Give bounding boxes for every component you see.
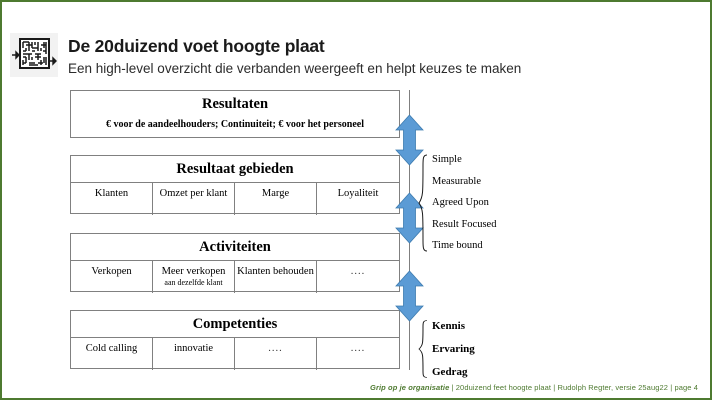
cell-label: Omzet per klant [159, 187, 228, 199]
cell-label: Loyaliteit [337, 187, 379, 199]
cell-label: Marge [261, 187, 290, 199]
cell[interactable]: .... [235, 337, 317, 370]
cell-label: .... [350, 342, 366, 354]
box-resultaat-gebieden[interactable]: Resultaat gebieden Klanten Omzet per kla… [70, 155, 400, 215]
footer-brand: Grip op je organisatie [370, 383, 450, 392]
box-competenties-title: Competenties [192, 316, 278, 332]
list-item: Simple [432, 154, 462, 165]
box-resultaten-subtitle: € voor de aandeelhouders; Continuiteit; … [106, 118, 364, 130]
page-title: De 20duizend voet hoogte plaat [68, 36, 325, 56]
cell-label: Cold calling [85, 342, 138, 354]
cell-label: .... [350, 265, 366, 277]
list-item: Ervaring [432, 342, 475, 355]
cell[interactable]: Meer verkopen aan dezelfde klant [153, 260, 235, 293]
smart-list: Simple Measurable Agreed Upon Result Foc… [428, 154, 496, 252]
cell-row: Cold calling innovatie .... .... [71, 336, 399, 370]
box-resultaat-gebieden-title: Resultaat gebieden [176, 161, 294, 177]
cell-label: innovatie [173, 342, 214, 354]
cell-label: Verkopen [91, 265, 132, 277]
cell[interactable]: Klanten [71, 182, 153, 215]
title-block: De 20duizend voet hoogte plaat Een high-… [68, 36, 668, 77]
cell[interactable]: Verkopen [71, 260, 153, 293]
list-item: Agreed Upon [432, 197, 489, 209]
cell-label: Klanten [94, 187, 129, 199]
cell-row: Verkopen Meer verkopen aan dezelfde klan… [71, 259, 399, 293]
list-item: Measurable [432, 175, 481, 187]
cell[interactable]: .... [317, 338, 399, 370]
cell[interactable]: Omzet per klant [153, 182, 235, 215]
curly-brace-icon [418, 320, 428, 378]
smart-annotation-group: Simple Measurable Agreed Upon Result Foc… [418, 154, 496, 252]
cell[interactable]: Klanten behouden [235, 260, 317, 293]
double-arrow-icon [394, 114, 425, 166]
competency-list: Kennis Ervaring Gedrag [428, 320, 475, 378]
list-item: Time bound [432, 240, 483, 252]
cell[interactable]: Cold calling [71, 337, 153, 370]
cell[interactable]: .... [317, 261, 399, 293]
box-activiteiten[interactable]: Activiteiten Verkopen Meer verkopen aan … [70, 233, 400, 293]
double-arrow-icon [394, 270, 425, 322]
curly-brace-icon [418, 154, 428, 252]
list-item: Gedrag [432, 365, 468, 378]
footer-rest: | 20duizend feet hoogte plaat | Rudolph … [449, 383, 698, 392]
page-subtitle: Een high-level overzicht die verbanden w… [68, 60, 522, 76]
cell-label: Meer verkopen [161, 265, 226, 277]
footer: Grip op je organisatie | 20duizend feet … [370, 383, 698, 392]
cell-label: Klanten behouden [237, 265, 314, 277]
double-arrow-icon [394, 192, 425, 244]
cell[interactable]: Marge [235, 182, 317, 215]
competency-annotation-group: Kennis Ervaring Gedrag [418, 320, 475, 378]
list-item: Kennis [432, 320, 466, 332]
box-resultaten[interactable]: Resultaten € voor de aandeelhouders; Con… [70, 90, 400, 138]
cell-row: Klanten Omzet per klant Marge Loyaliteit [71, 181, 399, 215]
cell-label: .... [268, 342, 283, 354]
cell[interactable]: innovatie [153, 337, 235, 370]
box-activiteiten-title: Activiteiten [199, 239, 271, 255]
box-resultaten-title: Resultaten [201, 96, 269, 112]
cell[interactable]: Loyaliteit [317, 183, 399, 215]
cell-sublabel: aan dezelfde klant [164, 277, 223, 287]
box-competenties[interactable]: Competenties Cold calling innovatie ....… [70, 310, 400, 370]
list-item: Result Focused [432, 218, 497, 230]
maze-icon [10, 33, 58, 77]
